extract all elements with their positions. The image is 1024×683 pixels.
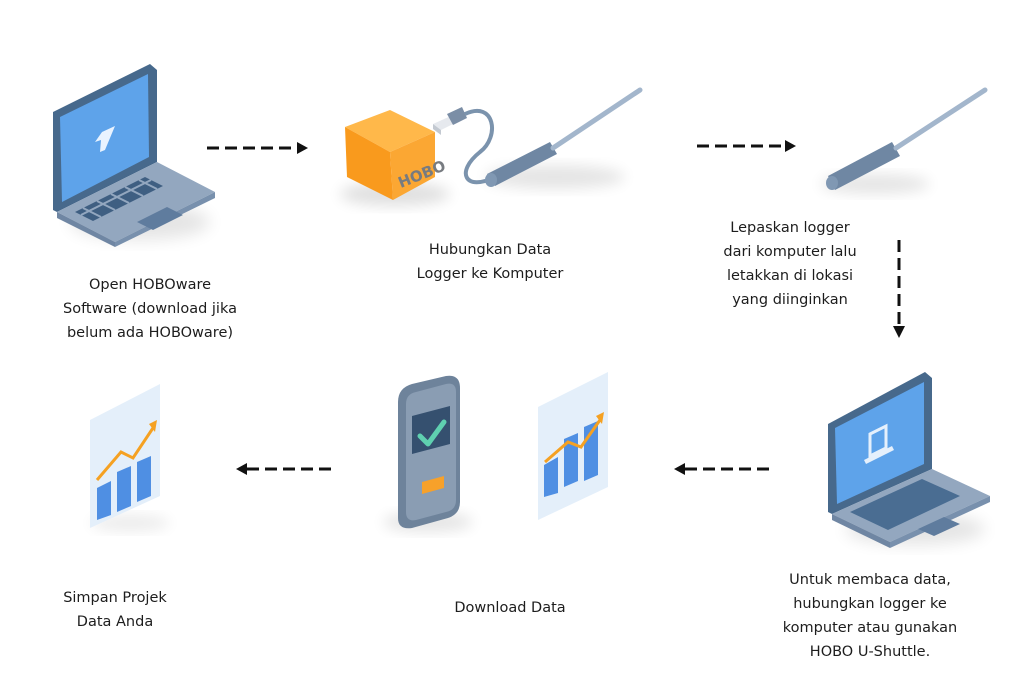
step-1-caption: Open HOBOware Software (download jika be… xyxy=(63,277,237,341)
arrow-right-2 xyxy=(695,138,800,158)
laptop-device-icon xyxy=(820,364,995,553)
arrow-left-5 xyxy=(234,461,339,481)
step-5-caption: Download Data xyxy=(454,600,566,616)
arrow-left-4 xyxy=(672,461,777,481)
step-4-caption: Untuk membaca data, hubungkan logger ke … xyxy=(782,572,958,660)
temperature-probe-icon xyxy=(820,84,995,203)
u-shuttle-device-icon xyxy=(398,375,460,529)
shuttle-and-chart-icon xyxy=(378,372,628,541)
hobo-usb-logger-icon: HOBO xyxy=(335,82,650,216)
step-6-caption: Simpan Projek Data Anda xyxy=(63,590,167,630)
arrow-down-3 xyxy=(891,238,907,346)
chart-report-icon xyxy=(85,378,170,537)
laptop-upload-icon xyxy=(45,62,220,251)
check-icon xyxy=(417,419,447,447)
step-2-caption: Hubungkan Data Logger ke Komputer xyxy=(416,242,564,282)
arrow-right-1 xyxy=(205,140,310,160)
chart-sheet-icon xyxy=(538,372,608,520)
step-3-caption: Lepaskan logger dari komputer lalu letak… xyxy=(723,220,857,308)
